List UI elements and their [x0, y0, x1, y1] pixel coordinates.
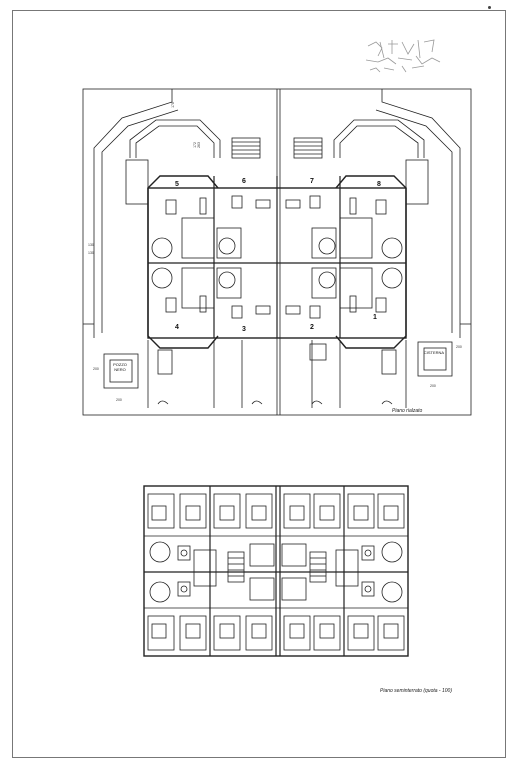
unit-number-6: 6: [242, 178, 246, 185]
corner-mark: [488, 6, 491, 9]
basement-caption: Piano seminterrato (quota - 100): [380, 688, 452, 694]
dim-200-b: 200: [116, 398, 122, 402]
basement-plan: [143, 485, 409, 657]
unit-number-4: 4: [175, 324, 179, 331]
dim-200-a: 200: [93, 367, 99, 371]
dim-200-d: 200: [430, 384, 436, 388]
ground-floor-caption: Piano rialzato: [392, 408, 423, 414]
well-label: POZZO NERO: [113, 362, 127, 372]
dim-200-c: 200: [456, 345, 462, 349]
drawing-sheet-frame: [12, 10, 506, 758]
dim-130-b: 130: [88, 251, 94, 255]
unit-number-2: 2: [310, 324, 314, 331]
dim-263: 263: [196, 142, 201, 148]
unit-number-3: 3: [242, 326, 246, 333]
dim-178: 178: [170, 102, 175, 108]
dim-130-a: 130: [88, 243, 94, 247]
unit-number-5: 5: [175, 181, 179, 188]
ground-floor-plan: [82, 88, 472, 416]
unit-number-7: 7: [310, 178, 314, 185]
unit-number-8: 8: [377, 181, 381, 188]
cistern-label: CISTERNA: [423, 350, 445, 355]
stamp-mark: [365, 39, 441, 73]
unit-number-1: 1: [373, 314, 377, 321]
